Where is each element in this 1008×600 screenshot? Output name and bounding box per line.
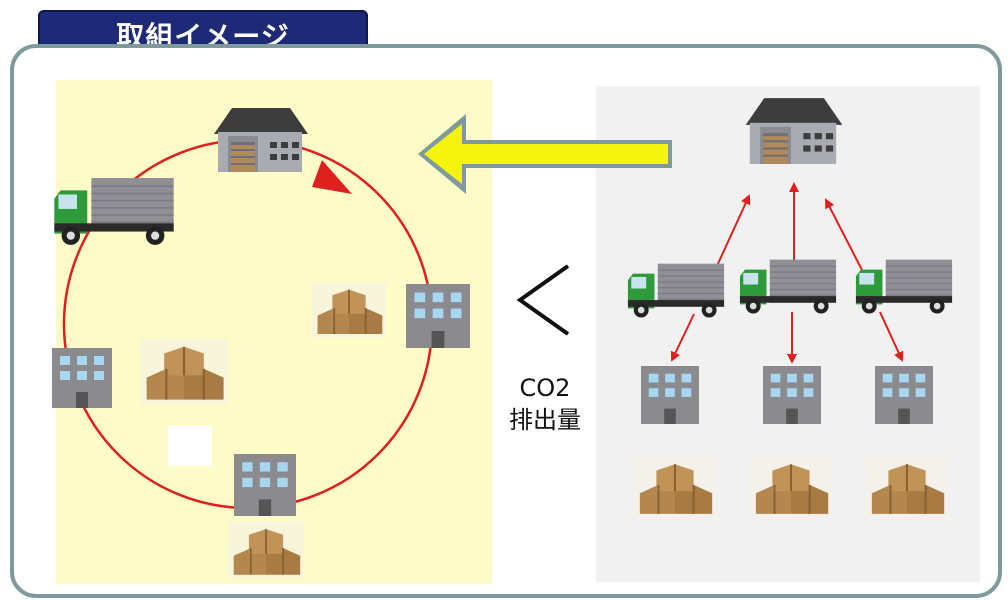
building-icon	[763, 366, 821, 424]
route-arrow	[670, 313, 695, 362]
co2-label-line2: 排出量	[509, 406, 581, 434]
building-icon	[234, 454, 296, 516]
warehouse-icon	[214, 108, 308, 172]
warehouse-icon	[745, 98, 843, 164]
route-arrow	[879, 311, 904, 362]
building-icon	[641, 366, 699, 424]
boxes-icon	[312, 281, 386, 339]
route-arrowhead	[312, 160, 352, 194]
truck-icon	[739, 259, 837, 315]
truck-icon	[855, 259, 953, 315]
boxes-icon	[140, 338, 228, 404]
direct-routes	[670, 182, 904, 364]
big-left-arrow	[418, 114, 672, 194]
blank-square	[168, 426, 212, 466]
building-icon	[406, 284, 470, 348]
route-arrow	[825, 198, 863, 271]
truck-icon	[53, 177, 175, 246]
route-arrow	[715, 194, 751, 269]
co2-label: CO2 排出量	[490, 372, 600, 436]
co2-comparison: CO2 排出量	[490, 260, 600, 440]
co2-label-line1: CO2	[519, 374, 571, 402]
boxes-icon	[864, 456, 950, 518]
less-than-symbol	[516, 264, 570, 336]
truck-icon	[627, 263, 725, 319]
boxes-icon	[228, 520, 304, 580]
boxes-icon	[748, 456, 834, 518]
building-icon	[52, 348, 112, 408]
building-icon	[875, 366, 933, 424]
boxes-icon	[632, 456, 718, 518]
